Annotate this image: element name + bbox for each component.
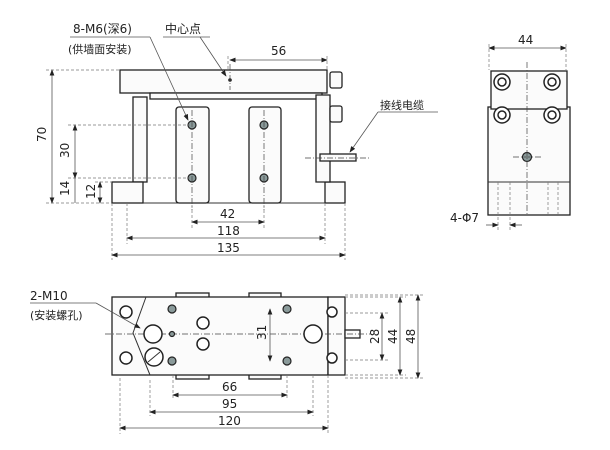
m10-hole <box>143 324 163 344</box>
dim-66: 66 <box>222 380 237 394</box>
dim-31: 31 <box>255 325 269 340</box>
side-view: 44 4-Φ7 <box>450 33 571 230</box>
m10-note: (安装螺孔) <box>30 308 83 322</box>
dim-120: 120 <box>218 414 241 428</box>
thread-label: 8-M6(深6) <box>73 22 132 36</box>
dim-44: 44 <box>386 329 400 344</box>
mount-plate-left <box>175 106 210 204</box>
holes-label: 4-Φ7 <box>450 211 479 225</box>
bolt-mid <box>329 105 343 123</box>
side-dim-44: 44 <box>518 33 533 47</box>
right-foot <box>324 181 346 204</box>
dim-48: 48 <box>404 329 418 344</box>
dim-30: 30 <box>58 143 72 158</box>
cable <box>319 153 357 162</box>
thread-note: (供墙面安装) <box>68 42 132 56</box>
dim-70: 70 <box>35 127 49 142</box>
dim-14: 14 <box>58 181 72 196</box>
dim-118: 118 <box>217 224 240 238</box>
top-plate <box>119 69 328 94</box>
dim-12: 12 <box>84 184 98 199</box>
m10-label: 2-M10 <box>30 289 68 303</box>
dim-28: 28 <box>368 329 382 344</box>
dim-56: 56 <box>271 44 286 58</box>
front-view: 8-M6(深6) (供墙面安装) 中心点 接线电缆 56 70 30 14 12… <box>35 21 438 260</box>
mount-plate-right <box>248 106 282 204</box>
center-point-label: 中心点 <box>165 21 201 36</box>
bolt-top <box>329 71 343 89</box>
dim-42: 42 <box>220 207 235 221</box>
dim-135: 135 <box>217 241 240 255</box>
bottom-view: 2-M10 (安装螺孔) 31 28 44 48 66 95 120 <box>30 289 424 434</box>
cable-label: 接线电缆 <box>380 98 424 112</box>
left-plate <box>132 96 148 183</box>
left-foot <box>111 181 144 204</box>
right-bracket <box>315 94 331 183</box>
dim-95: 95 <box>222 397 237 411</box>
